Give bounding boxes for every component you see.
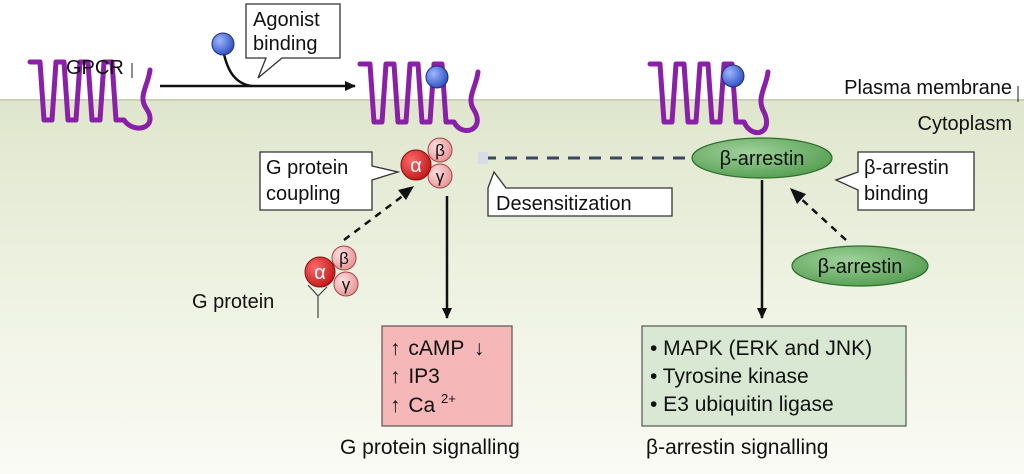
plasma-membrane-label: Plasma membrane (844, 77, 1012, 99)
agonist-binding-label-line2: binding (253, 33, 318, 55)
gpcr-receptor-arrestin (647, 61, 771, 135)
beta-arrestin-binding-arrow (797, 195, 847, 241)
g-protein-coupling-arrow (343, 191, 409, 241)
g-output-row3-superscript: 2+ (441, 391, 456, 406)
g-output-row3-label: Ca (408, 394, 435, 417)
beta-arrestin-bound-label: β-arrestin (720, 148, 805, 170)
g-free-beta: β (339, 249, 349, 268)
beta-arrestin-binding-label-line2: binding (864, 183, 929, 205)
gpcr-label: GPCR (66, 57, 124, 79)
beta-arrestin-binding-arrowhead (790, 188, 806, 204)
g-protein-coupling-callout (259, 151, 401, 211)
g-free-gamma: γ (342, 275, 351, 294)
agonist-bound-icon (425, 65, 449, 89)
g-output-row2-prefix: ↑ (390, 365, 401, 388)
g-protein-signalling-caption: G protein signalling (340, 436, 520, 459)
beta-arrestin-free (791, 245, 929, 287)
beta-arrestin-bound (691, 137, 833, 179)
g-output-row2: ↑ IP3 (390, 365, 440, 388)
g-output-row3: ↑ Ca 2+ (390, 391, 456, 417)
gpcr-receptor-unbound (27, 59, 153, 131)
g-protein-free: α β γ (304, 245, 359, 297)
g-protein-output-box (381, 325, 513, 427)
beta-arrestin-output-box (641, 325, 907, 427)
g-protein-coupling-label-line1: G protein (266, 157, 348, 179)
arrestin-output-item-1: • MAPK (ERK and JNK) (650, 337, 872, 360)
g-output-row2-label: IP3 (408, 365, 440, 388)
agonist-arrestin-receptor-icon (721, 64, 745, 88)
g-output-row1-prefix: ↑ (390, 337, 401, 360)
beta-arrestin-free-label: β-arrestin (818, 256, 903, 278)
beta-arrestin-binding-label-line1: β-arrestin (864, 157, 949, 179)
agonist-binding-callout (245, 3, 341, 79)
g-protein-coupling-label-line2: coupling (266, 183, 341, 205)
g-bound-beta: β (435, 141, 445, 160)
g-protein-coupling-arrowhead (398, 186, 414, 200)
g-output-row1-label: cAMP (408, 337, 464, 360)
g-output-row1-suffix: ↓ (474, 337, 485, 360)
agonist-stem (222, 53, 253, 88)
beta-arrestin-signalling-caption: β-arrestin signalling (646, 436, 829, 459)
g-bound-alpha: α (410, 155, 422, 177)
g-protein-bound: α β γ (400, 137, 453, 189)
cytoplasm-label: Cytoplasm (918, 113, 1012, 135)
agonist-binding-label-line1: Agonist (253, 9, 320, 31)
gpcr-receptor-bound (357, 61, 481, 133)
desensitization-marker (478, 152, 488, 164)
arrestin-output-item-3: • E3 ubiquitin ligase (650, 393, 834, 416)
arrestin-output-item-2: • Tyrosine kinase (650, 365, 809, 388)
desensitization-label: Desensitization (496, 193, 632, 215)
g-output-row3-prefix: ↑ (390, 394, 401, 417)
beta-arrestin-output-list: • MAPK (ERK and JNK) • Tyrosine kinase •… (650, 337, 872, 416)
agonist-ligand-icon (211, 32, 235, 56)
g-free-alpha: α (314, 262, 326, 284)
g-protein-bracket (307, 284, 328, 318)
g-output-row1: ↑ cAMP ↓ (390, 337, 484, 360)
g-bound-gamma: γ (436, 167, 445, 186)
g-protein-label: G protein (192, 291, 274, 313)
desensitization-callout (487, 170, 673, 217)
beta-arrestin-binding-callout (834, 151, 975, 211)
